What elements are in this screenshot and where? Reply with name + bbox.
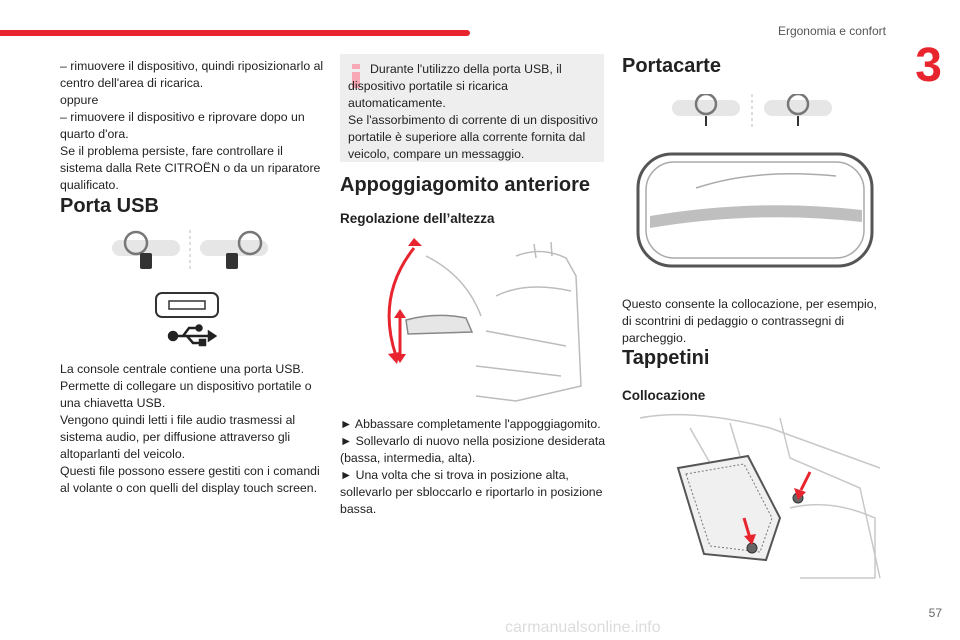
text-line: Se l'assorbimento di corrente di un disp…	[348, 113, 598, 127]
collocazione-subheading: Collocazione	[622, 388, 706, 403]
text-line: bassa.	[340, 502, 377, 516]
text-line: al volante o con quelli del display touc…	[60, 481, 318, 495]
usb-port-illustration	[155, 292, 219, 347]
text-line: – rimuovere il dispositivo e riprovare d…	[60, 110, 305, 124]
steering-wheel-icon	[786, 94, 810, 116]
text-line: parcheggio.	[622, 331, 687, 345]
text-line: di scontrini di pedaggio o contrassegni …	[622, 314, 845, 328]
info-icon	[352, 64, 360, 88]
text-line: altoparlanti del veicolo.	[60, 447, 186, 461]
text-line: Vengono quindi letti i file audio trasme…	[60, 413, 296, 427]
text-line: centro dell'area di ricarica.	[60, 76, 204, 90]
text-line: quarto d'ora.	[60, 127, 129, 141]
card-holder-illustration	[636, 152, 874, 268]
steering-wheel-icon	[237, 230, 263, 256]
height-subheading: Regolazione dell’altezza	[340, 211, 495, 226]
text-line: oppure	[60, 93, 99, 107]
info-text: Durante l'utilizzo della porta USB, il d…	[348, 61, 598, 163]
text-line: Permette di collegare un dispositivo por…	[60, 379, 312, 393]
text-line: dispositivo portatile si ricarica	[348, 79, 508, 93]
text-line: – rimuovere il dispositivo, quindi ripos…	[60, 59, 324, 73]
text-line: ► Sollevarlo di nuovo nella posizione de…	[340, 434, 606, 448]
steering-wheel-location-illustration	[112, 230, 268, 270]
text-line: qualificato.	[60, 178, 119, 192]
text-line: portatile è superiore alla corrente forn…	[348, 130, 586, 144]
text-line: Questo consente la collocazione, per ese…	[622, 297, 877, 311]
text-line: Durante l'utilizzo della porta USB, il	[370, 62, 562, 76]
chapter-color-bar	[0, 30, 470, 36]
intro-text: – rimuovere il dispositivo, quindi ripos…	[60, 58, 330, 194]
watermark: carmanualsonline.info	[505, 619, 661, 636]
armrest-illustration	[387, 238, 582, 402]
text-line: (bassa, intermedia, alta).	[340, 451, 476, 465]
text-line: Se il problema persiste, fare controllar…	[60, 144, 283, 158]
portacarte-location-illustration	[672, 94, 832, 130]
text-line: sistema dalla Rete CITROËN o da un ripar…	[60, 161, 321, 175]
text-line: sollevarlo per sbloccarlo e riportarlo i…	[340, 485, 603, 499]
text-line: sistema audio, per diffusione attraverso…	[60, 430, 291, 444]
steering-wheel-icon	[123, 230, 149, 256]
usb-symbol-icon	[167, 324, 218, 347]
info-box: Durante l'utilizzo della porta USB, il d…	[340, 54, 604, 162]
usb-description: La console centrale contiene una porta U…	[60, 361, 332, 497]
usb-heading: Porta USB	[60, 195, 159, 217]
text-line: una chiavetta USB.	[60, 396, 166, 410]
chapter-number: 3	[915, 39, 942, 92]
portacarte-heading: Portacarte	[622, 55, 721, 77]
tappetini-heading: Tappetini	[622, 347, 710, 369]
armrest-heading: Appoggiagomito anteriore	[340, 174, 590, 196]
text-line: ► Una volta che si trova in posizione al…	[340, 468, 569, 482]
chapter-title: Ergonomia e confort	[777, 24, 886, 38]
text-line: La console centrale contiene una porta U…	[60, 362, 305, 376]
text-line: ► Abbassare completamente l'appoggiagomi…	[340, 417, 601, 431]
portacarte-description: Questo consente la collocazione, per ese…	[622, 296, 892, 347]
text-line: automaticamente.	[348, 96, 446, 110]
armrest-steps: ► Abbassare completamente l'appoggiagomi…	[340, 416, 608, 518]
steering-wheel-icon	[694, 94, 718, 116]
text-line: Questi file possono essere gestiti con i…	[60, 464, 320, 478]
text-line: veicolo, compare un messaggio.	[348, 147, 525, 161]
page-number: 57	[928, 606, 942, 620]
floor-mat-illustration	[639, 413, 881, 579]
